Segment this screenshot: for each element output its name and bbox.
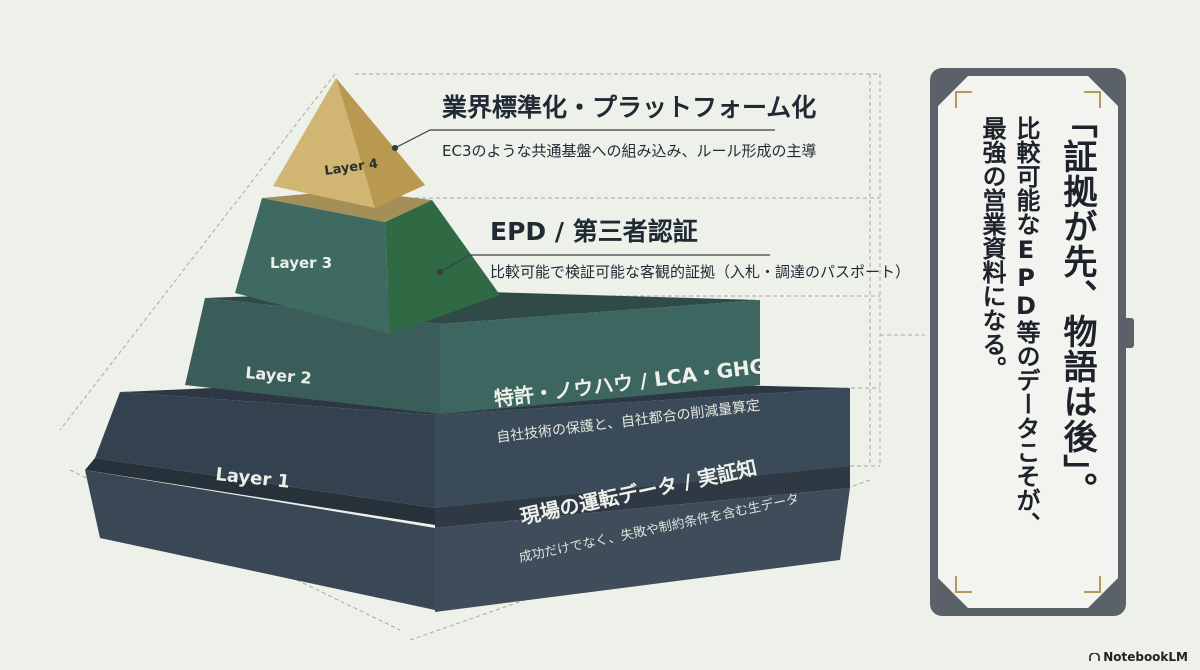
layer-3-title: EPD / 第三者認証: [490, 217, 698, 246]
layer-3: [235, 190, 500, 334]
layer-3-description: 比較可能で検証可能な客観的証拠（入札・調達のパスポート）: [490, 263, 910, 281]
callout-main-text: 「証拠が先、物語は後」。: [1057, 104, 1097, 507]
notebooklm-logo-icon: [1089, 653, 1100, 661]
layer-4-label: Layer 4: [323, 157, 379, 179]
brand-watermark: NotebookLM: [1089, 650, 1188, 664]
layer-4-title: 業界標準化・プラットフォーム化: [442, 93, 816, 122]
callout-sub-text-2: 最強の営業資料になる。: [978, 116, 1006, 380]
layer-3-label: Layer 3: [270, 254, 332, 272]
brand-label: NotebookLM: [1103, 650, 1188, 664]
layer-4: [273, 78, 425, 208]
callout-frame: [930, 68, 1134, 616]
callout-sub-text-1: 比較可能なEPD等のデータこそが、: [1012, 116, 1040, 536]
leader-lines: [391, 129, 775, 276]
layer-4-description: EC3のような共通基盤への組み込み、ルール形成の主導: [442, 142, 817, 160]
